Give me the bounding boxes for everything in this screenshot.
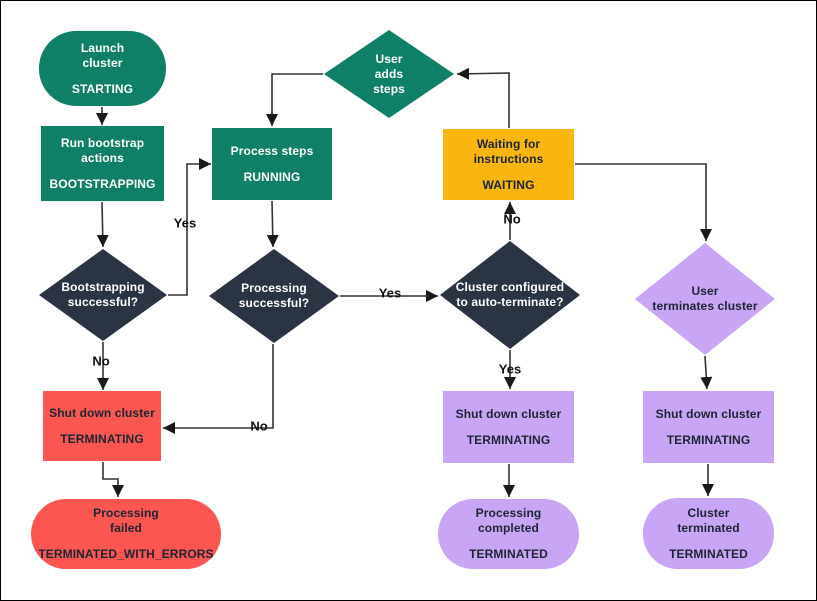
node-title-line: terminates cluster (652, 299, 758, 313)
node-waiting-for-instructions: Waiting for instructions WAITING (443, 129, 574, 200)
node-state-label: TERMINATED (469, 547, 548, 561)
edge-shutdown-to-failed (102, 462, 124, 497)
node-state-label: STARTING (71, 81, 134, 96)
edge-label-processing-yes: Yes (378, 285, 402, 301)
node-title-line: Bootstrapping (61, 280, 145, 294)
node-process-steps: Process steps RUNNING (212, 128, 332, 200)
node-run-bootstrap-actions: Run bootstrap actions BOOTSTRAPPING (41, 126, 164, 201)
node-title-line: adds (374, 66, 404, 81)
edge-useraddssteps-to-processsteps (266, 73, 323, 126)
node-title-line: Shut down cluster (455, 406, 562, 421)
node-title-line: successful? (67, 295, 139, 309)
node-title-line: Shut down cluster (655, 406, 762, 421)
node-title-line: steps (373, 81, 405, 96)
edge-bootstrap-to-bootstrapok (96, 201, 109, 248)
node-title-line: to auto-terminate? (456, 295, 564, 309)
node-shutdown-cluster-error: Shut down cluster TERMINATING (43, 391, 161, 461)
edge-userterminates-to-shutdown (700, 355, 713, 390)
node-title-line: instructions (473, 151, 544, 166)
node-shutdown-cluster-user: Shut down cluster TERMINATING (643, 391, 774, 463)
node-title-line: User (691, 284, 719, 298)
node-title-line: completed (478, 521, 539, 535)
node-shutdown-cluster-complete: Shut down cluster TERMINATING (443, 391, 574, 463)
edge-label-bootstrap-no: No (92, 353, 110, 369)
node-processing-completed: Processing completed TERMINATED (438, 499, 579, 569)
node-title-line: Process steps (230, 143, 314, 158)
node-state-label: WAITING (482, 177, 535, 192)
node-title-line: Run bootstrap (60, 135, 145, 150)
node-title-line: terminated (677, 520, 740, 535)
node-title-line: Cluster configured (455, 280, 565, 294)
node-title-line: cluster (82, 55, 123, 70)
node-state-label: TERMINATED (669, 546, 748, 561)
node-state-label: RUNNING (243, 169, 301, 184)
node-title-line: Processing (475, 506, 542, 520)
node-title-line: failed (110, 521, 142, 535)
node-cluster-terminated: Cluster terminated TERMINATED (643, 498, 774, 569)
node-title-line: actions (81, 150, 124, 165)
node-processing-failed: Processing failed TERMINATED_WITH_ERRORS (31, 499, 221, 569)
node-title-line: successful? (238, 296, 310, 310)
node-title-line: Waiting for (476, 136, 541, 151)
edge-label-autoterminate-no: No (503, 211, 521, 227)
edge-bootstrapok-yes-to-processsteps (168, 158, 211, 296)
node-launch-cluster: Launch cluster STARTING (39, 31, 166, 106)
edge-processsteps-to-processingok (266, 200, 279, 248)
node-title-line: Processing (93, 506, 159, 520)
node-title-line: Launch (80, 40, 125, 55)
node-state-label: TERMINATING (666, 432, 751, 447)
edge-waiting-to-useraddssteps (456, 67, 510, 128)
node-state-label: TERMINATING (466, 432, 551, 447)
node-title-line: Cluster (687, 505, 730, 520)
edge-label-processing-no: No (250, 418, 268, 434)
node-title-line: Processing (241, 281, 307, 295)
edge-label-bootstrap-yes: Yes (173, 215, 197, 231)
edge-label-autoterminate-yes: Yes (498, 361, 522, 377)
node-state-label: TERMINATING (60, 431, 144, 446)
node-state-label: BOOTSTRAPPING (49, 176, 156, 191)
node-title-line: Shut down cluster (49, 405, 155, 420)
node-state-label: TERMINATED_WITH_ERRORS (38, 547, 214, 561)
edge-waiting-to-userterminates (575, 163, 712, 241)
edge-processingok-no-to-shutdown (163, 344, 274, 434)
node-title-line: User (375, 51, 403, 66)
